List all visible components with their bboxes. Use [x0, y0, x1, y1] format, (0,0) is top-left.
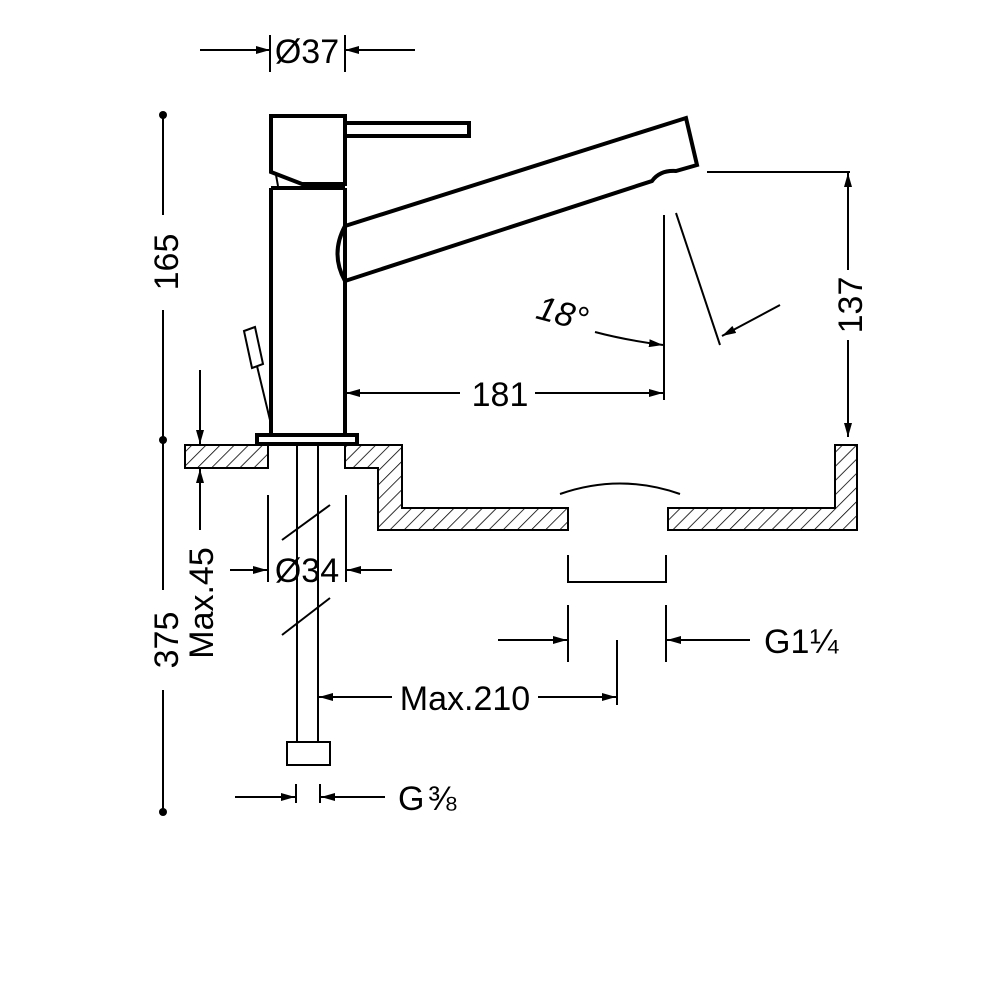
faucet-body [242, 114, 700, 446]
dimension-spout-height: 137 [707, 171, 870, 437]
label-body-diameter: Ø37 [275, 33, 339, 71]
supply-hoses [281, 446, 331, 766]
dimension-hose-length: Max.210 [319, 640, 618, 718]
label-install-depth: 375 [148, 612, 186, 669]
label-drain-thread-fraction: ¼ [810, 623, 839, 661]
label-max-thickness: Max.45 [183, 547, 221, 659]
label-spout-height: 137 [832, 277, 870, 334]
label-hole-diameter: Ø34 [275, 552, 339, 590]
dimension-spout-reach: 181 18° [346, 212, 781, 414]
dimension-hole-diameter: Ø34 [230, 495, 392, 590]
label-spout-reach: 181 [472, 376, 529, 414]
countertop-section [184, 444, 858, 583]
dimension-drain-thread: G1 ¼ [498, 605, 839, 662]
label-swivel-angle: 18° [533, 289, 593, 339]
label-total-height: 165 [148, 234, 186, 291]
label-max-hose-length: Max.210 [400, 680, 530, 718]
label-drain-thread: G1 [764, 623, 809, 661]
dimension-heights: 165 375 [148, 111, 186, 816]
label-hose-thread-fraction: ⅜ [428, 780, 457, 818]
dimension-hose-thread: G ⅜ [235, 780, 457, 818]
dimension-body-diameter: Ø37 [200, 33, 415, 72]
label-hose-thread: G [398, 780, 424, 818]
dimension-counter-thickness: Max.45 [183, 370, 221, 659]
